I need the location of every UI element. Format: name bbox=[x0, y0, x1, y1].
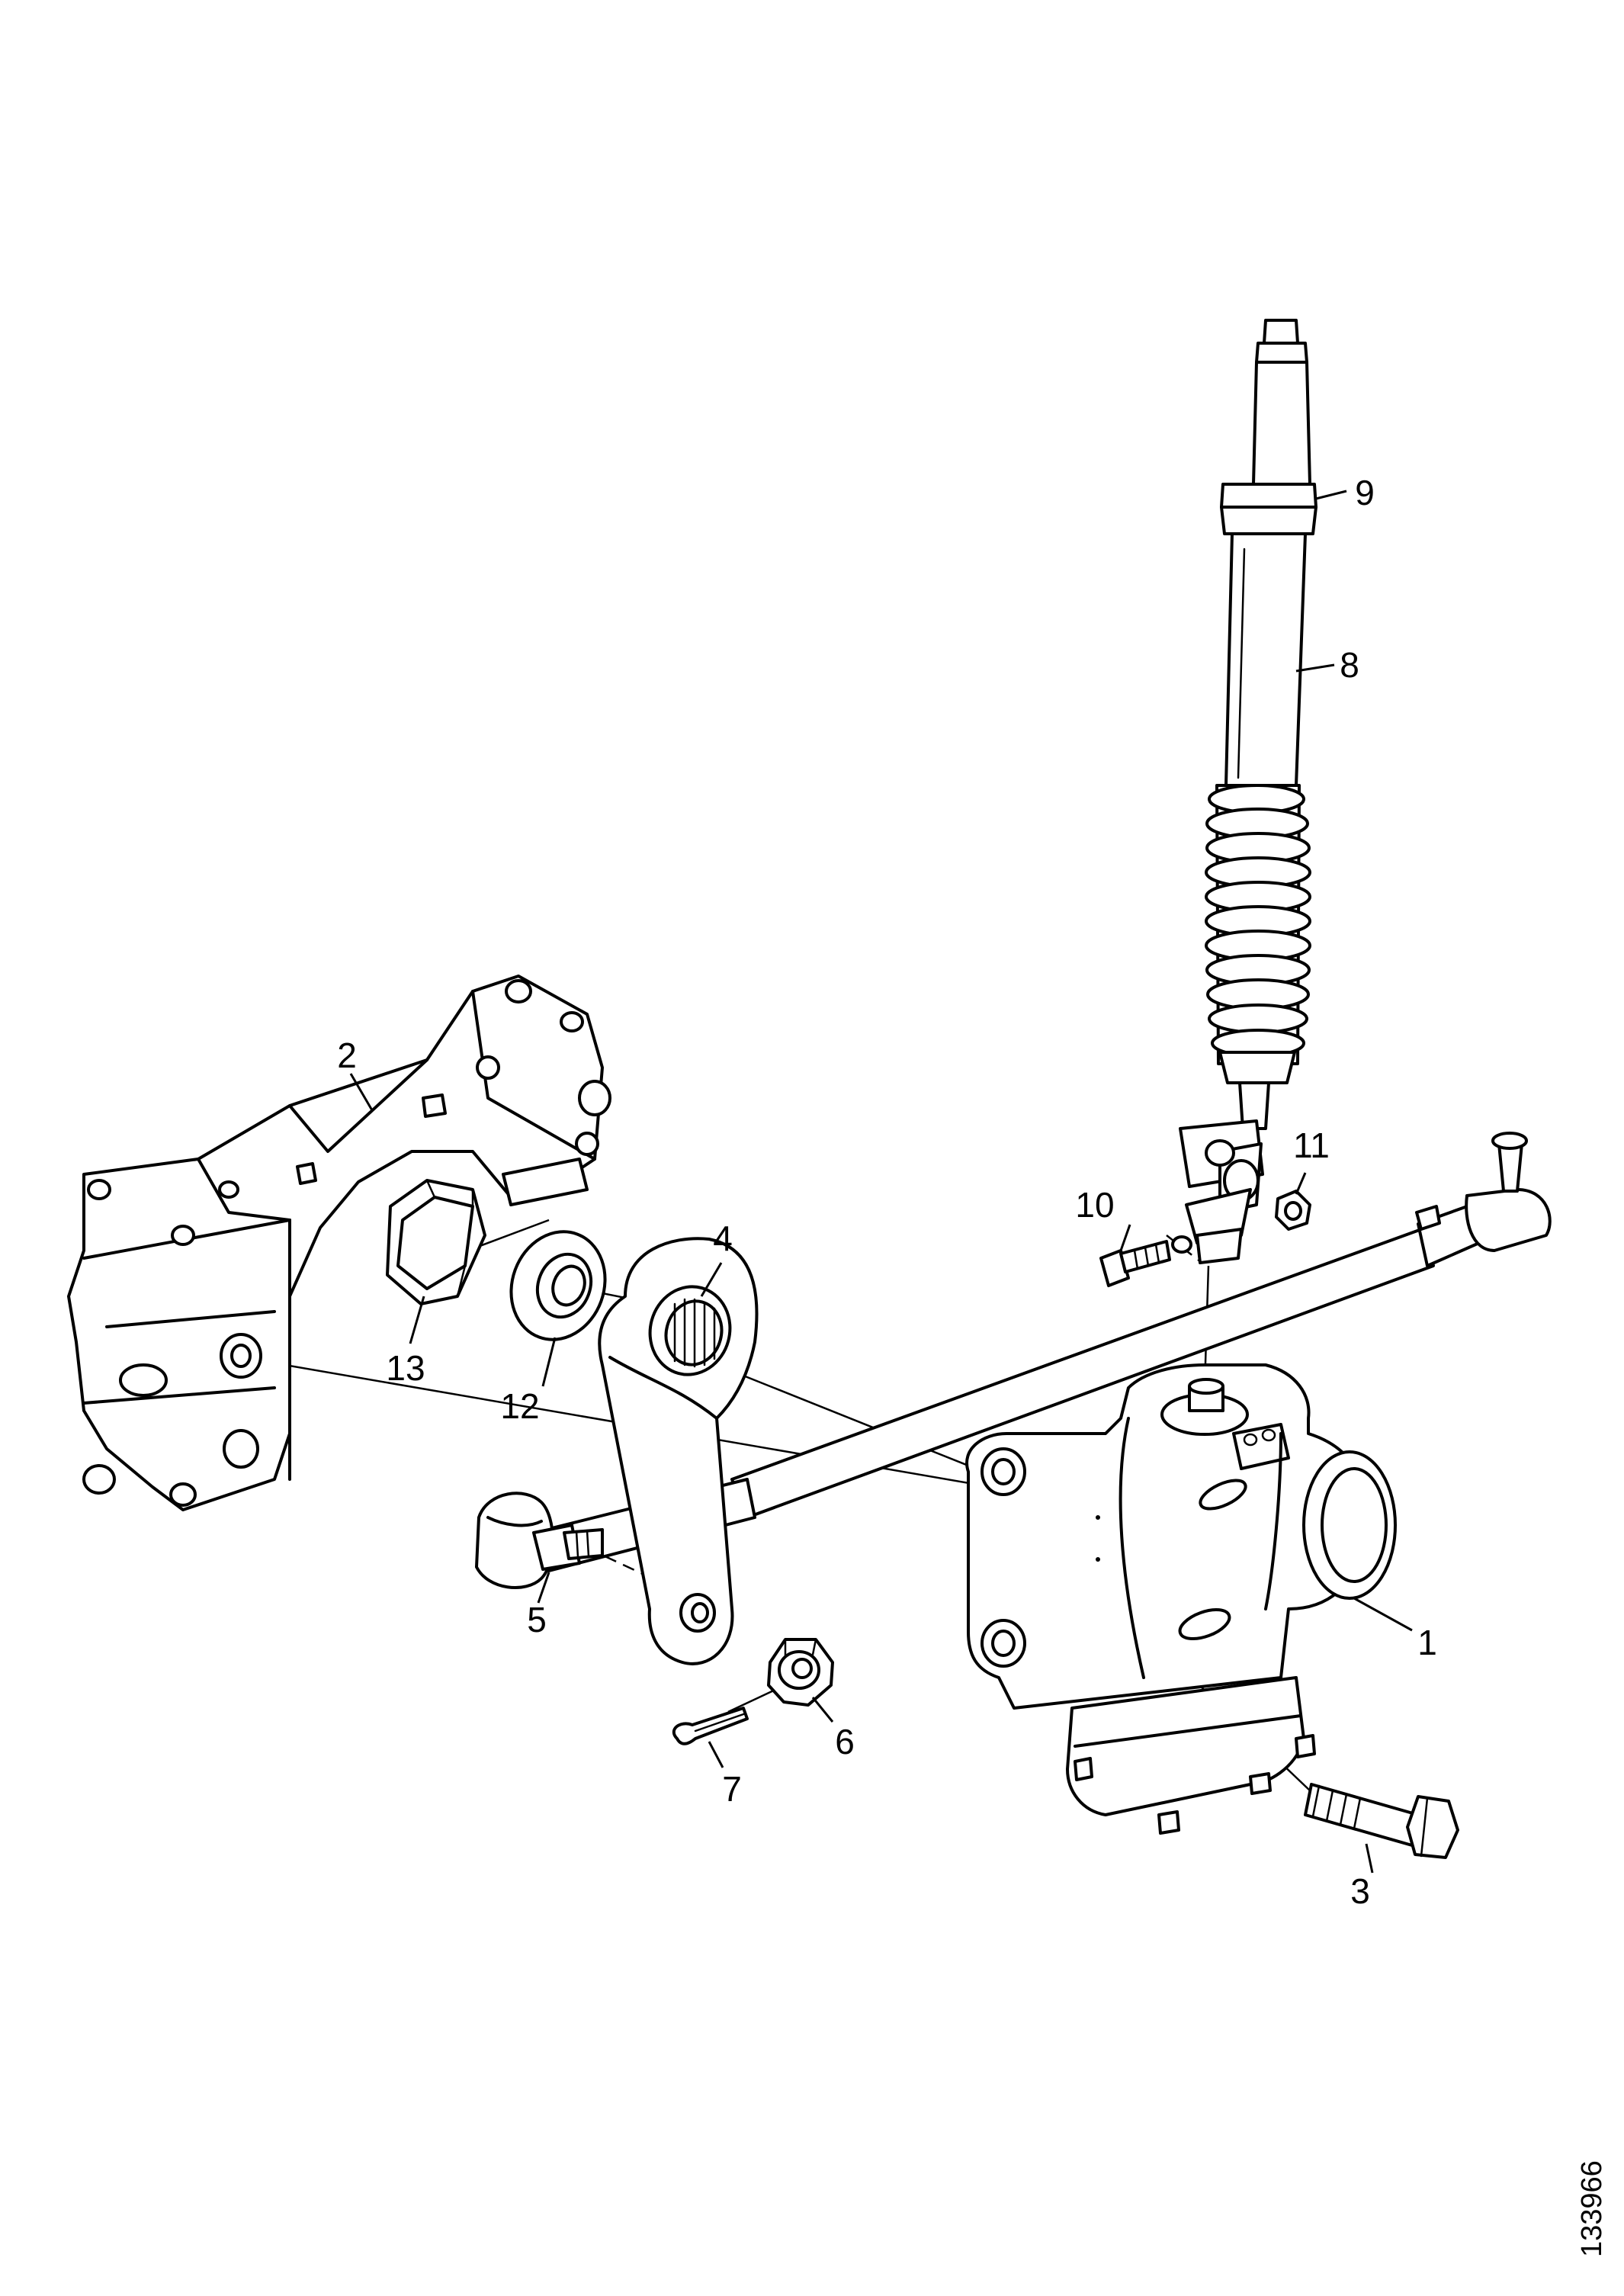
figure-number: 133966 bbox=[1576, 2160, 1608, 2257]
callout-4: 4 bbox=[713, 1219, 733, 1258]
callout-1: 1 bbox=[1417, 1623, 1437, 1662]
callout-8: 8 bbox=[1340, 645, 1359, 685]
callout-11: 11 bbox=[1293, 1126, 1330, 1165]
column-tip-shoulder bbox=[1255, 342, 1308, 364]
steering-column bbox=[1179, 319, 1317, 1264]
leader-10 bbox=[1119, 1224, 1131, 1251]
mounting-bolt-head bbox=[1406, 1795, 1459, 1859]
cotter-pin bbox=[672, 1707, 749, 1745]
callout-9: 9 bbox=[1355, 473, 1375, 512]
column-tube-highlight bbox=[1237, 548, 1246, 779]
leader-12 bbox=[541, 1337, 557, 1387]
leader-4 bbox=[700, 1262, 723, 1297]
callout-5: 5 bbox=[527, 1600, 547, 1639]
gear-cylinder-end bbox=[1302, 1450, 1397, 1600]
leader-9 bbox=[1315, 490, 1347, 500]
pitman-arm bbox=[598, 1237, 759, 1665]
callout-6: 6 bbox=[835, 1722, 855, 1761]
leader-3 bbox=[1365, 1843, 1374, 1874]
leader-5 bbox=[537, 1572, 550, 1604]
castle-nut bbox=[767, 1638, 834, 1707]
column-ring bbox=[1220, 483, 1317, 509]
mounting-bolt bbox=[1304, 1783, 1459, 1859]
leader-8 bbox=[1295, 663, 1335, 673]
column-lower-shaft bbox=[1238, 1081, 1270, 1130]
leader-7 bbox=[708, 1741, 724, 1768]
bolt-washer bbox=[1171, 1235, 1192, 1254]
universal-joint bbox=[1179, 1119, 1264, 1264]
callout-2: 2 bbox=[337, 1036, 357, 1075]
column-tip bbox=[1263, 319, 1299, 345]
callout-10: 10 bbox=[1075, 1185, 1114, 1225]
column-upper-shaft bbox=[1252, 361, 1311, 486]
pinch-bolt bbox=[1099, 1240, 1171, 1287]
gear-boss-upper bbox=[1199, 1479, 1247, 1511]
gear-boss-lower bbox=[1178, 1607, 1231, 1641]
tie-rod-end bbox=[1465, 1188, 1552, 1252]
callout-7: 7 bbox=[722, 1769, 742, 1809]
leader-11 bbox=[1295, 1172, 1307, 1195]
grease-nipple bbox=[1415, 1205, 1441, 1231]
ball-joint bbox=[475, 1492, 604, 1589]
column-ring-lower bbox=[1220, 506, 1317, 535]
callout-12: 12 bbox=[500, 1386, 539, 1426]
steering-gear-box bbox=[965, 1363, 1397, 1835]
leader-6 bbox=[811, 1697, 834, 1723]
column-bellows bbox=[1205, 784, 1311, 1084]
column-tube bbox=[1224, 532, 1307, 787]
leader-2 bbox=[349, 1073, 374, 1111]
callout-13: 13 bbox=[386, 1348, 425, 1388]
leader-lines bbox=[349, 490, 1413, 1874]
leader-13 bbox=[409, 1296, 425, 1344]
pinch-nut bbox=[1275, 1190, 1311, 1231]
callout-labels: 1 2 3 4 5 6 7 8 9 10 11 12 13 bbox=[337, 473, 1437, 1911]
seal-washer bbox=[509, 1230, 607, 1341]
callout-3: 3 bbox=[1350, 1871, 1370, 1911]
frame-bracket bbox=[67, 975, 611, 1511]
sector-shaft-nut bbox=[386, 1179, 486, 1305]
leader-1 bbox=[1353, 1597, 1413, 1632]
tie-rod-end-stud bbox=[1497, 1142, 1523, 1193]
